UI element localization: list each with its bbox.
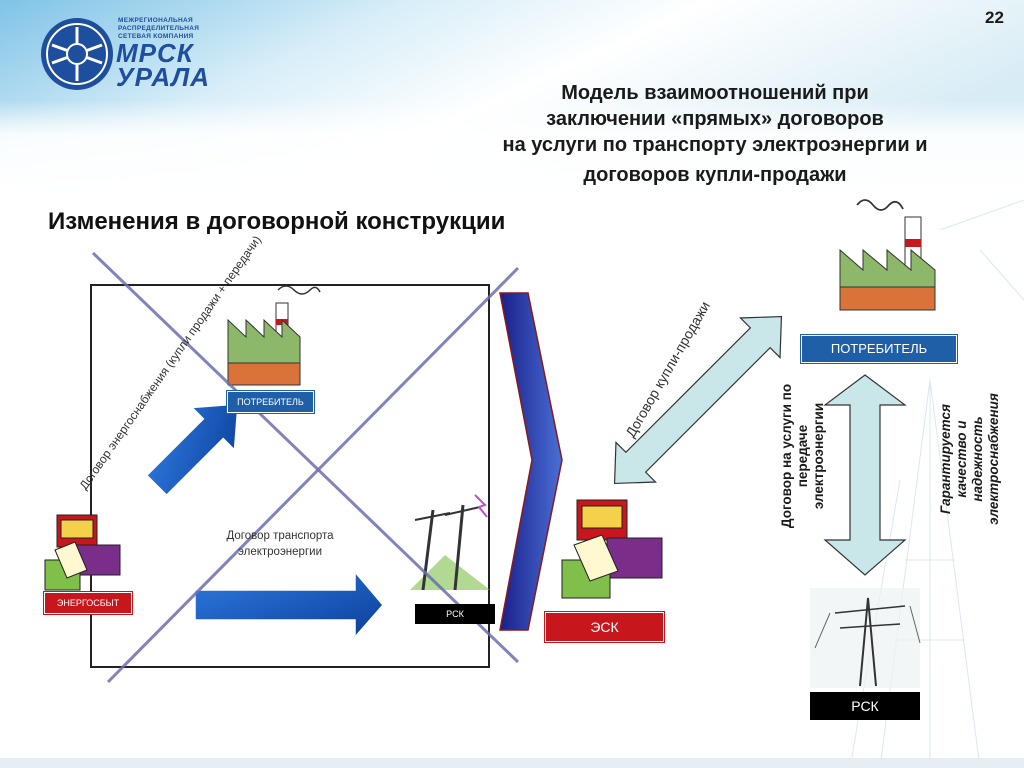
rsk-label: РСК — [810, 692, 920, 720]
consumer-label: ПОТРЕБИТЕЛЬ — [227, 391, 314, 413]
transfer-contract-text: Договор на услуги по передаче электроэне… — [779, 383, 826, 529]
cash-register-icon — [561, 499, 663, 599]
sale-contract-arrow — [613, 315, 783, 485]
company-logo: МЕЖРЕГИОНАЛЬНАЯ РАСПРЕДЕЛИТЕЛЬНАЯ СЕТЕВА… — [38, 15, 238, 95]
cash-register-icon — [44, 514, 121, 591]
transition-arrow — [499, 292, 563, 631]
section-subtitle: Изменения в договорной конструкции — [48, 208, 506, 235]
transport-arrow — [194, 569, 384, 639]
logo-emblem-icon — [41, 18, 113, 90]
rsk-label: РСК — [415, 604, 495, 624]
energosbyt-label: ЭНЕРГОСБЫТ — [44, 592, 132, 614]
factory-icon — [227, 285, 321, 386]
power-poles-icon — [410, 494, 490, 591]
slide-number: 22 — [985, 8, 1004, 27]
consumer-label: ПОТРЕБИТЕЛЬ — [801, 335, 957, 363]
guarantee-arrow — [823, 374, 907, 576]
old-scheme-frame — [90, 284, 490, 668]
guarantee-text: Гарантируется качество и надежность элек… — [938, 393, 1001, 525]
logo-caption: МЕЖРЕГИОНАЛЬНАЯ РАСПРЕДЕЛИТЕЛЬНАЯ СЕТЕВА… — [118, 17, 200, 40]
transmission-tower-icon — [810, 588, 921, 688]
supply-arrow — [145, 403, 239, 497]
factory-icon — [839, 199, 936, 311]
logo-brand: МРСК УРАЛА — [116, 38, 211, 92]
cross-line — [91, 251, 520, 664]
page-title: Модель взаимоотношений при заключении «п… — [502, 82, 928, 186]
transport-contract-text: Договор транспорта электроэнергии — [226, 530, 334, 558]
cross-line — [106, 266, 520, 684]
esk-label: ЭСК — [545, 612, 664, 642]
